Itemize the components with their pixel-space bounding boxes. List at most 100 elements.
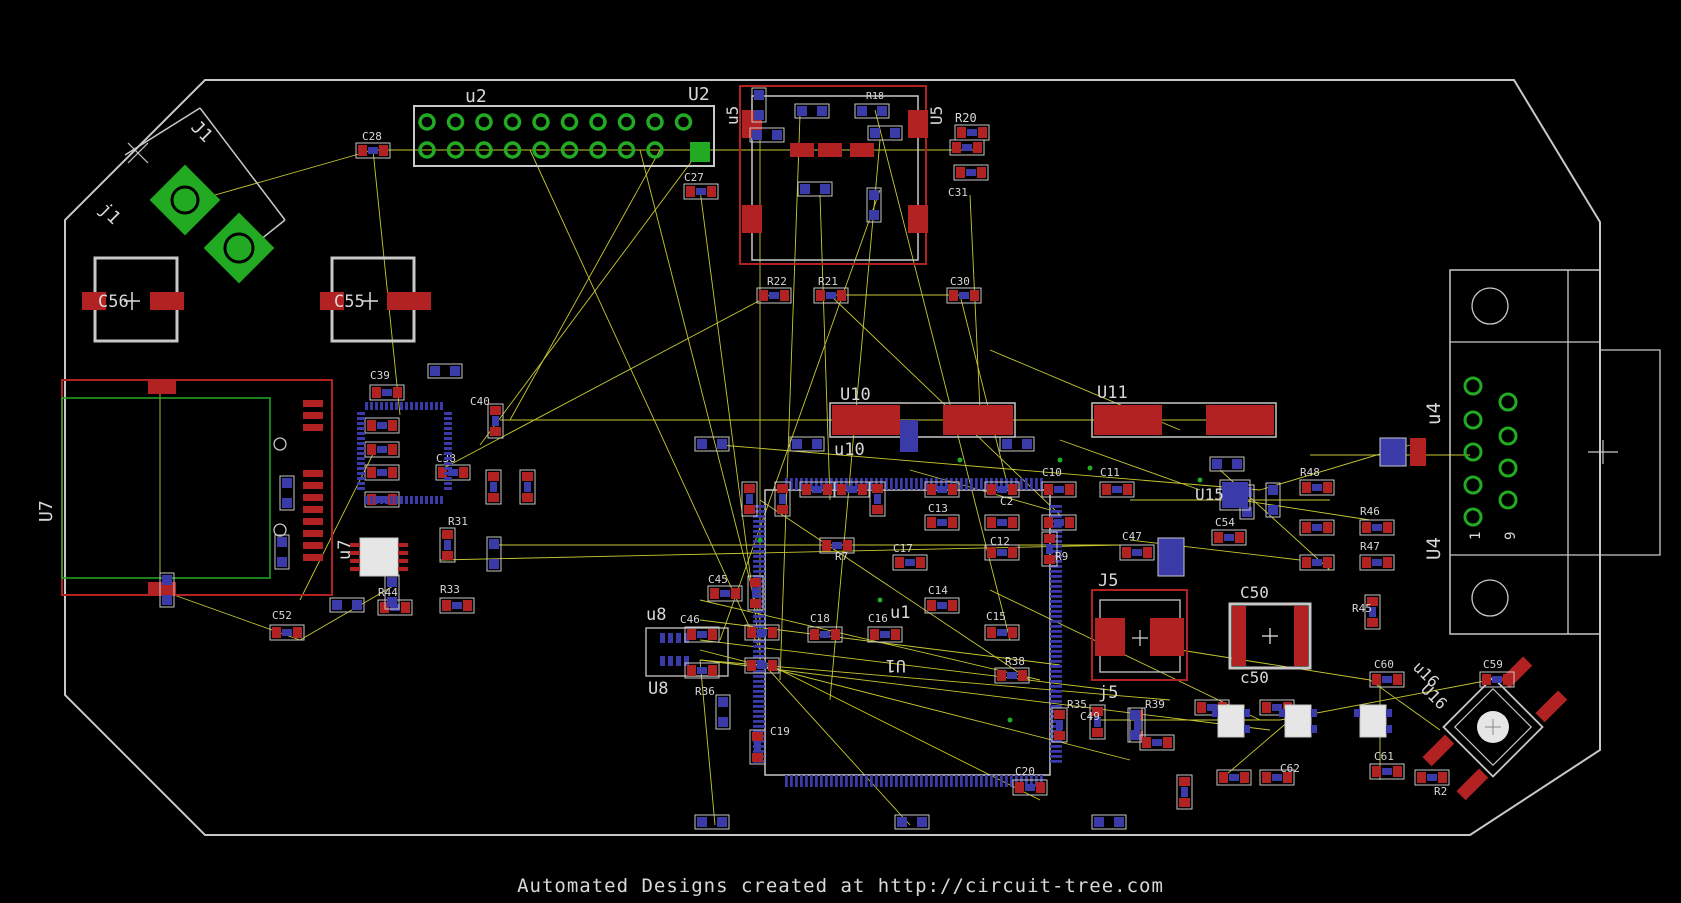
u1-label-top: u1	[890, 603, 910, 623]
ic-u14	[357, 402, 452, 504]
c50-label-top: C50	[1240, 583, 1269, 602]
connector-j1	[124, 107, 286, 284]
r20-label: R20	[955, 111, 977, 125]
smd-part	[1176, 774, 1193, 810]
u10-label-bottom: u10	[834, 440, 865, 460]
u16-label-bottom: U16	[1417, 679, 1451, 713]
u8-label-bottom: U8	[648, 679, 668, 699]
smd-part	[439, 527, 456, 563]
smd-part	[485, 469, 502, 505]
u4-pin9-label: 9	[1503, 532, 1519, 540]
cap-c47-body	[1157, 537, 1185, 577]
smd-part	[1216, 769, 1252, 786]
j1-label-top: J1	[186, 117, 216, 147]
part-label: C14	[928, 584, 948, 597]
u2-label-right: U2	[688, 84, 710, 105]
smd-part	[984, 624, 1020, 641]
ic-u11	[1091, 402, 1277, 438]
smd-part	[439, 597, 475, 614]
part-label: C46	[680, 613, 700, 626]
smd-part	[946, 287, 982, 304]
part-label: R36	[695, 685, 715, 698]
part-label: C2	[1000, 495, 1013, 508]
r18-label: R18	[866, 91, 884, 102]
smd-part	[1051, 707, 1068, 743]
smd-part-bottom	[694, 436, 730, 452]
part-label: C11	[1100, 466, 1120, 479]
part-label: C62	[1280, 762, 1300, 775]
smd-part-bottom	[279, 475, 295, 511]
smd-part	[364, 441, 400, 458]
cap-c56	[82, 256, 184, 343]
smd-part	[1119, 544, 1155, 561]
part-label: R2	[1434, 785, 1447, 798]
smd-part-bottom	[867, 125, 903, 141]
part-label: R45	[1352, 602, 1372, 615]
header-u2	[413, 105, 715, 167]
ic-u13	[350, 537, 408, 577]
smd-part-bottom	[427, 363, 463, 379]
smd-part	[834, 481, 870, 498]
smd-part-bottom	[789, 436, 825, 452]
part-label: C12	[990, 535, 1010, 548]
smd-part	[984, 481, 1020, 498]
part-label: C59	[1483, 658, 1503, 671]
u4-label-bottom: U4	[1423, 537, 1445, 560]
part-label: R46	[1360, 505, 1380, 518]
part-label: C19	[770, 725, 790, 738]
smd-part	[1479, 671, 1515, 688]
part-label: C60	[1374, 658, 1394, 671]
smd-part-bottom	[999, 436, 1035, 452]
j5-label-bottom: j5	[1098, 683, 1118, 703]
smd-part-bottom	[1209, 456, 1245, 472]
smd-part-bottom	[1091, 814, 1127, 830]
smd-part-bottom	[694, 814, 730, 830]
smd-part	[744, 624, 780, 641]
smd-part	[867, 626, 903, 643]
u4-label-top: u4	[1423, 402, 1445, 425]
c50-label-bottom: c50	[1240, 668, 1269, 687]
j1-label-bottom: j1	[94, 199, 124, 229]
part-label: C31	[948, 186, 968, 199]
u15-label: U15	[1195, 485, 1224, 504]
smd-part	[1369, 671, 1405, 688]
smd-part	[435, 464, 471, 481]
u5-label-left: u5	[723, 106, 742, 125]
ic-u10	[829, 402, 1016, 452]
smd-part	[1041, 514, 1077, 531]
part-label: R33	[440, 583, 460, 596]
smd-part	[774, 481, 791, 517]
ic-sot	[1279, 704, 1317, 738]
smd-part	[924, 514, 960, 531]
board-outline	[64, 79, 1601, 836]
u10-label-top: U10	[840, 385, 871, 405]
u2-label-top: u2	[465, 86, 487, 107]
vias	[757, 457, 1203, 723]
smd-part	[1041, 531, 1058, 567]
smd-part	[1259, 769, 1295, 786]
ic-sot	[1354, 704, 1392, 738]
smd-part	[1299, 479, 1335, 496]
part-label: C16	[868, 612, 888, 625]
smd-part	[1089, 704, 1106, 740]
part-label: C28	[362, 130, 382, 143]
smd-part	[1369, 763, 1405, 780]
connector-j5	[1091, 589, 1188, 681]
c55-label: C55	[334, 292, 365, 312]
part-label: C52	[272, 609, 292, 622]
part-label: C49	[1080, 710, 1100, 723]
smd-part	[807, 626, 843, 643]
smd-part	[369, 384, 405, 401]
smd-part-bottom	[1265, 482, 1281, 518]
part-label: R31	[448, 515, 468, 528]
smd-part-bottom	[1127, 707, 1143, 743]
smd-part	[1099, 481, 1135, 498]
smd-part	[487, 403, 504, 439]
smd-part	[1359, 554, 1395, 571]
u8-label-top: u8	[646, 605, 666, 625]
part-label: C15	[986, 610, 1006, 623]
smd-part-bottom	[486, 536, 502, 572]
smd-part	[994, 667, 1030, 684]
part-label: C45	[708, 573, 728, 586]
smd-part	[1299, 554, 1335, 571]
